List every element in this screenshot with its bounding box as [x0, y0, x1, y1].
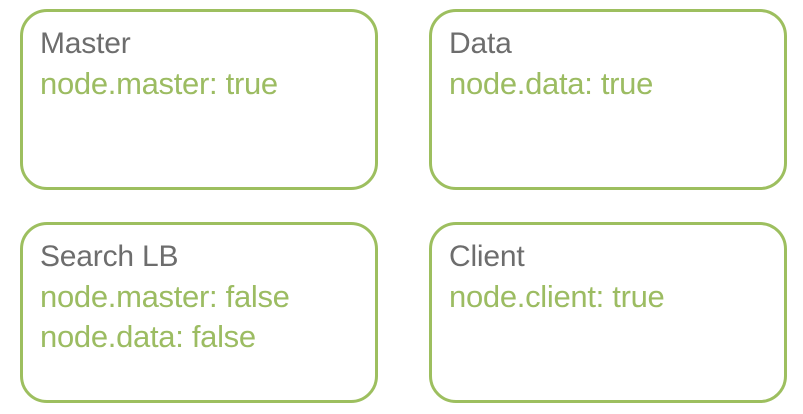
card-property: node.data: false — [40, 319, 256, 354]
card-title: Client — [449, 240, 525, 273]
node-card-master: Master node.master: true — [20, 9, 378, 190]
card-property: node.master: true — [40, 66, 278, 101]
card-property: node.master: false — [40, 279, 290, 314]
card-title: Data — [449, 27, 512, 60]
card-property: node.data: true — [449, 66, 654, 101]
card-properties: node.master: false node.data: false — [40, 277, 375, 357]
card-title: Master — [40, 27, 131, 60]
node-card-data: Data node.data: true — [429, 9, 787, 190]
card-property: node.client: true — [449, 279, 665, 314]
node-card-client: Client node.client: true — [429, 222, 787, 403]
card-properties: node.master: true — [40, 64, 375, 104]
card-title: Search LB — [40, 240, 179, 273]
card-properties: node.data: true — [449, 64, 784, 104]
node-card-search-lb: Search LB node.master: false node.data: … — [20, 222, 378, 403]
card-properties: node.client: true — [449, 277, 784, 317]
